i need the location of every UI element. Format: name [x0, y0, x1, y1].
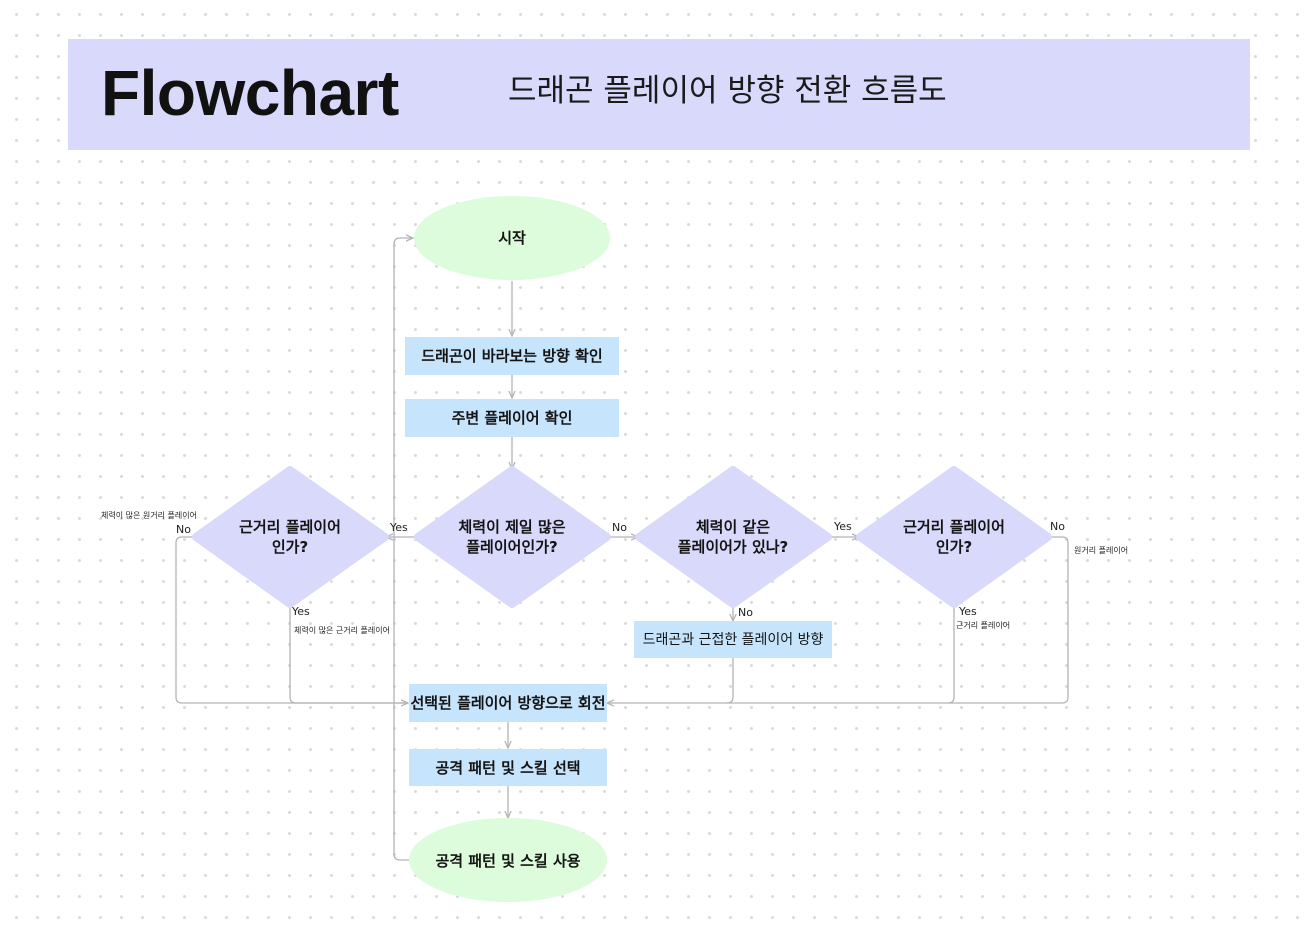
edge-nearest-to-rotate — [607, 658, 734, 703]
node-use-attack[interactable]: 공격 패턴 및 스킬 사용 — [409, 818, 607, 902]
node-check-facing[interactable]: 드래곤이 바라보는 방향 확인 — [405, 337, 619, 375]
note-melee-left-yes: 체력이 많은 근거리 플레이어 — [294, 625, 390, 635]
label-melee-left-yes: Yes — [291, 605, 310, 618]
node-melee-right-line1: 근거리 플레이어 — [903, 518, 1005, 536]
label-highest-no: No — [612, 521, 627, 534]
edge-melee-right-no — [948, 536, 1069, 704]
node-check-players[interactable]: 주변 플레이어 확인 — [405, 399, 619, 437]
note-melee-right-no: 원거리 플레이어 — [1074, 545, 1128, 555]
node-start-label: 시작 — [498, 229, 526, 247]
node-highest-hp-decision[interactable]: 체력이 제일 많은 플레이어인가? — [414, 466, 611, 608]
label-same-yes: Yes — [833, 520, 852, 533]
edge-melee-left-yes — [289, 604, 408, 704]
node-start[interactable]: 시작 — [414, 196, 610, 280]
note-melee-left-no: 체력이 많은 원거리 플레이어 — [101, 510, 197, 520]
header-banner: Flowchart 드래곤 플레이어 방향 전환 흐름도 — [68, 39, 1250, 150]
node-check-facing-label: 드래곤이 바라보는 방향 확인 — [421, 347, 602, 365]
node-select-attack-label: 공격 패턴 및 스킬 선택 — [435, 759, 580, 777]
node-use-attack-label: 공격 패턴 및 스킬 사용 — [435, 852, 580, 870]
connectors — [175, 238, 1069, 861]
page-subtitle: 드래곤 플레이어 방향 전환 흐름도 — [508, 73, 947, 109]
node-same-hp-line2: 플레이어가 있나? — [678, 538, 789, 556]
label-highest-yes: Yes — [389, 521, 408, 534]
edge-loop-back-to-start — [393, 238, 413, 861]
node-melee-left-line2: 인가? — [272, 538, 308, 556]
node-check-players-label: 주변 플레이어 확인 — [452, 409, 573, 427]
node-melee-left-line1: 근거리 플레이어 — [239, 518, 341, 536]
node-same-hp-decision[interactable]: 체력이 같은 플레이어가 있나? — [635, 466, 832, 608]
node-same-hp-line1: 체력이 같은 — [696, 518, 770, 536]
note-melee-right-yes: 근거리 플레이어 — [956, 620, 1010, 630]
page-title: Flowchart — [101, 57, 399, 129]
node-melee-left-decision[interactable]: 근거리 플레이어 인가? — [192, 466, 389, 608]
label-same-no: No — [738, 606, 753, 619]
node-rotate-label: 선택된 플레이어 방향으로 회전 — [410, 694, 605, 712]
node-melee-right-decision[interactable]: 근거리 플레이어 인가? — [856, 466, 1052, 608]
edge-melee-left-no — [175, 536, 408, 703]
node-highest-hp-line2: 플레이어인가? — [466, 538, 558, 556]
node-melee-right-line2: 인가? — [936, 538, 972, 556]
node-rotate[interactable]: 선택된 플레이어 방향으로 회전 — [409, 684, 607, 722]
label-melee-right-yes: Yes — [958, 605, 977, 618]
node-highest-hp-line1: 체력이 제일 많은 — [458, 518, 565, 536]
node-select-attack[interactable]: 공격 패턴 및 스킬 선택 — [409, 749, 607, 786]
label-melee-right-no: No — [1050, 520, 1065, 533]
label-melee-left-no: No — [176, 523, 191, 536]
node-nearest-player-label: 드래곤과 근접한 플레이어 방향 — [643, 632, 824, 648]
node-nearest-player[interactable]: 드래곤과 근접한 플레이어 방향 — [634, 621, 832, 658]
